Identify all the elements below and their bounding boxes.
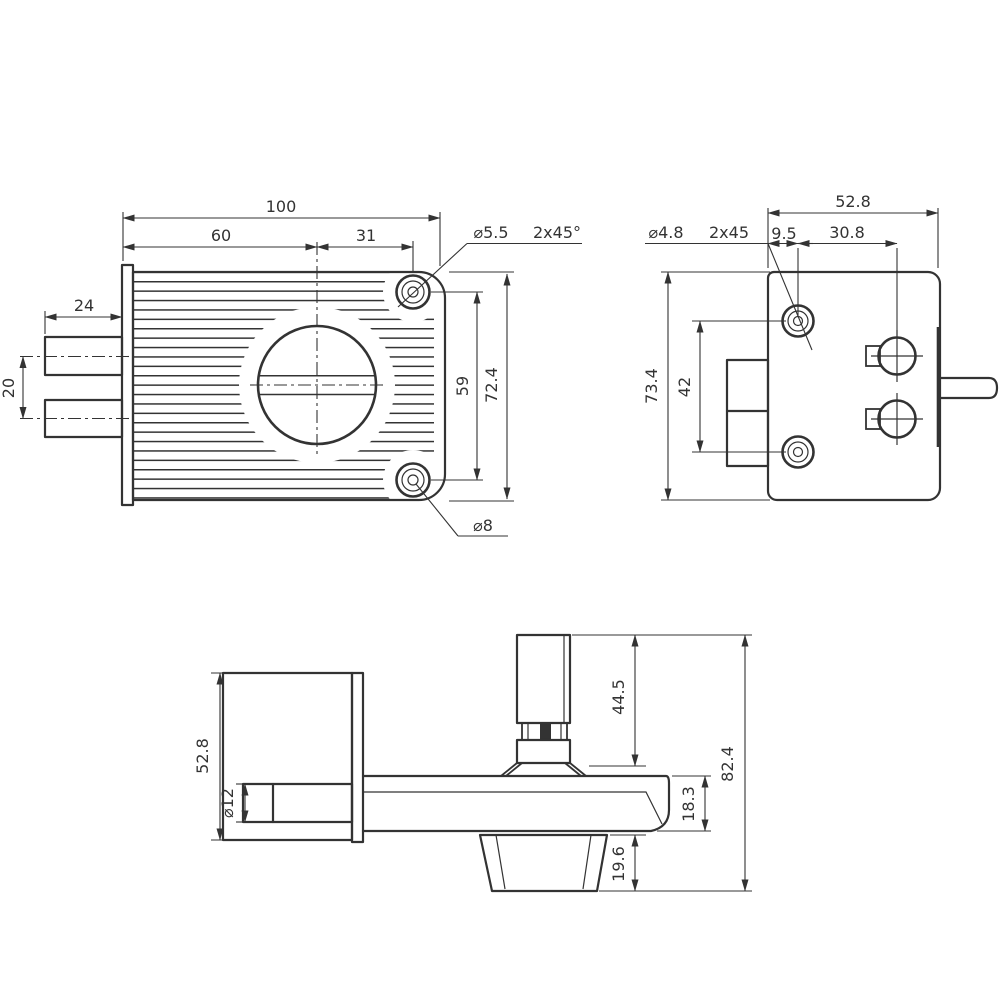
bottom-plate-outline (361, 774, 671, 833)
bottom-dim-body-height-label: 52.8 (193, 738, 212, 774)
leader-line (415, 483, 459, 537)
front-dim-right-width-label: 31 (356, 226, 376, 245)
leader-line (397, 243, 468, 308)
front-bottom-hole-dia-label: ⌀8 (473, 516, 493, 535)
front-dim-total-width: 100 (122, 197, 441, 266)
bottom-dim-pot-height-label: 44.5 (609, 679, 628, 715)
bottom-pot-lug (564, 762, 582, 777)
bottom-dim-shaft-dia-label: ⌀12 (218, 788, 237, 818)
front-dim-hole-spacing-label: 59 (453, 376, 472, 396)
side-dim-hole-to-screw-label: 30.8 (829, 223, 865, 242)
side-dim-edge-to-hole: 9.5 (767, 224, 813, 316)
bottom-dim-plate-thickness-label: 18.3 (679, 786, 698, 822)
front-dim-pin-spacing-label: 20 (0, 378, 18, 398)
side-dim-height-label: 73.4 (642, 368, 661, 404)
bottom-dim-knob-height-label: 19.6 (609, 846, 628, 882)
bottom-dim-body-height: 52.8 (193, 672, 228, 841)
side-left-block (725, 358, 770, 468)
side-shaft (938, 376, 999, 400)
bottom-knob (478, 833, 609, 893)
front-dim-pin-length-label: 24 (74, 296, 94, 315)
front-dim-height: 72.4 (449, 271, 514, 502)
bottom-dim-knob-height: 19.6 (609, 834, 646, 892)
front-dim-height-label: 72.4 (482, 367, 501, 403)
front-view: 100 60 31 24 20 59 7 (0, 197, 582, 537)
side-dim-hole-spacing-label: 42 (675, 377, 694, 397)
side-hole-chamfer-label: 2x45 (709, 223, 749, 242)
bottom-dim-plate-thickness: 18.3 (657, 775, 711, 832)
front-dim-pin-length: 24 (44, 296, 123, 334)
side-dim-width-label: 52.8 (835, 192, 871, 211)
side-adjust-screw-top (865, 330, 923, 382)
bottom-shaft (241, 782, 354, 824)
bottom-potentiometer (500, 633, 587, 777)
front-dim-left-width-label: 60 (211, 226, 231, 245)
side-dim-edge-to-hole-label: 9.5 (771, 224, 796, 243)
side-dim-hole-spacing: 42 (675, 320, 786, 453)
bottom-flange-bar (350, 671, 365, 844)
side-callout-hole: ⌀4.8 2x45 (645, 223, 813, 351)
front-top-hole-dia-label: ⌀5.5 (473, 223, 508, 242)
bottom-dim-total-height: 82.4 (572, 634, 752, 892)
front-fin-lines (133, 273, 434, 499)
bottom-part (221, 633, 671, 893)
bottom-dim-shaft-dia: ⌀12 (218, 783, 250, 823)
bottom-view: 52.8 ⌀12 44.5 18.3 19.6 82.4 (193, 633, 752, 893)
leader-line (767, 243, 813, 351)
front-dim-total-width-label: 100 (266, 197, 297, 216)
side-body-outline (766, 270, 942, 502)
side-adjust-screw-bottom (865, 393, 923, 445)
side-view: 52.8 ⌀4.8 2x45 9.5 30.8 73.4 (642, 192, 999, 502)
bottom-pot-lug (500, 762, 518, 777)
front-mount-hole-bottom (395, 462, 431, 498)
side-hole-dia-label: ⌀4.8 (648, 223, 683, 242)
front-mount-plate (120, 263, 135, 507)
side-part (725, 270, 999, 502)
front-top-hole-chamfer-label: 2x45° (533, 223, 581, 242)
front-dim-left-width: 60 (122, 226, 318, 251)
front-callout-bottom-hole: ⌀8 (415, 483, 508, 537)
bottom-pot-lug (569, 762, 587, 777)
side-dim-width: 52.8 (767, 192, 939, 268)
side-dim-height: 73.4 (642, 271, 770, 501)
front-dim-pin-spacing: 20 (0, 356, 27, 419)
bottom-pot-lug (505, 762, 523, 777)
side-hole-bottom (781, 435, 815, 469)
bottom-pot-setscrew (540, 723, 551, 740)
front-mount-hole-top (395, 274, 431, 310)
bottom-dim-total-height-label: 82.4 (718, 746, 737, 782)
front-dim-hole-spacing: 59 (431, 291, 483, 481)
front-callout-top-hole: ⌀5.5 2x45° (397, 223, 582, 308)
bottom-plate-inner-line (363, 791, 663, 825)
bottom-dim-pot-height: 44.5 (589, 634, 646, 767)
front-dim-right-width: 31 (316, 226, 414, 273)
side-dim-hole-to-screw: 30.8 (797, 223, 898, 336)
front-part (20, 242, 447, 507)
